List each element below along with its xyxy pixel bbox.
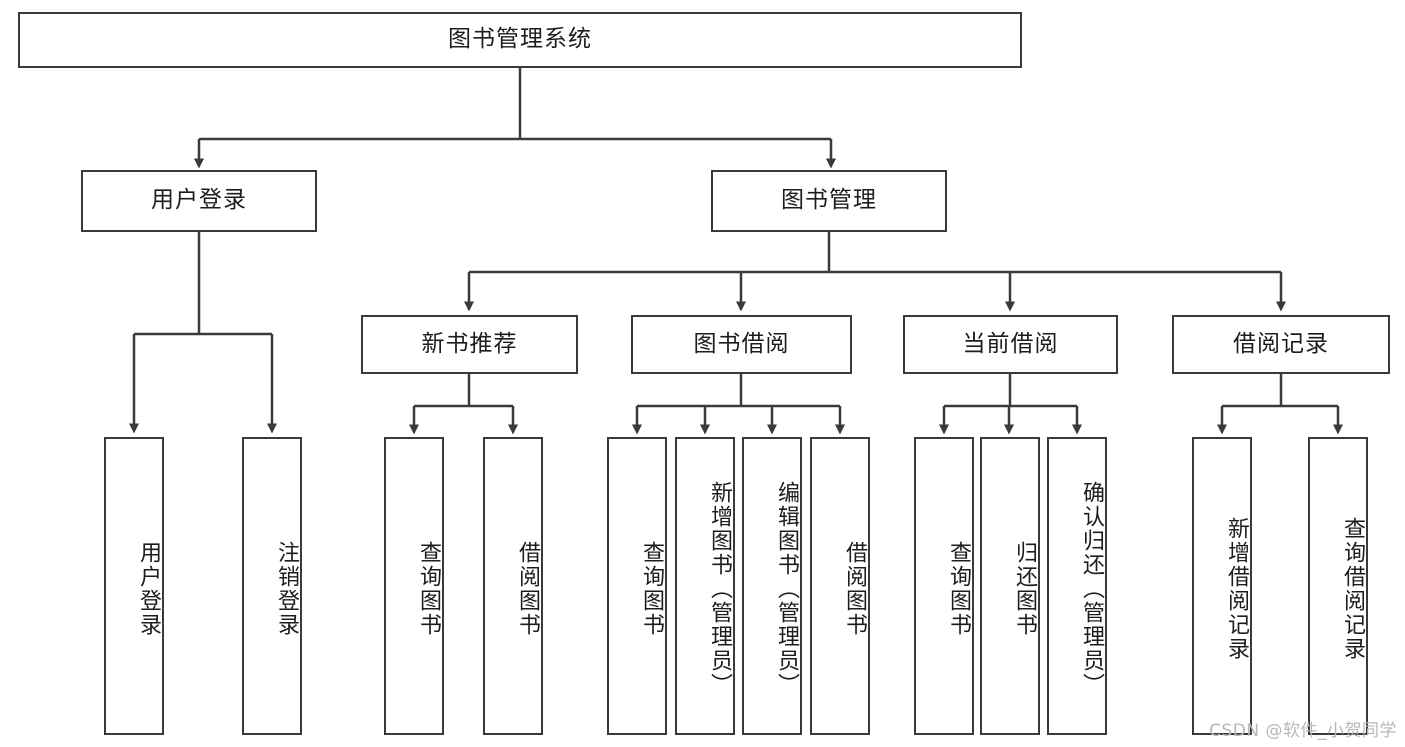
node-book-management-label: 图书管理 [781, 187, 877, 214]
node-leaf-borrow-book-2[interactable]: 借阅图书 [810, 437, 870, 735]
node-leaf-query-borrow-record[interactable]: 查询借阅记录 [1308, 437, 1368, 735]
node-new-book-recommend[interactable]: 新书推荐 [361, 315, 578, 374]
node-leaf-query-book-2-label: 查询图书 [639, 541, 664, 637]
node-leaf-borrow-book-1[interactable]: 借阅图书 [483, 437, 543, 735]
node-book-borrow[interactable]: 图书借阅 [631, 315, 852, 374]
node-book-management[interactable]: 图书管理 [711, 170, 947, 232]
node-leaf-user-login-label: 用户登录 [136, 541, 161, 637]
node-leaf-add-book[interactable]: 新增图书（管理员） [675, 437, 735, 735]
node-current-borrow[interactable]: 当前借阅 [903, 315, 1118, 374]
node-root-label: 图书管理系统 [448, 26, 592, 53]
node-leaf-query-book-1[interactable]: 查询图书 [384, 437, 444, 735]
node-leaf-query-book-1-label: 查询图书 [416, 541, 441, 637]
node-leaf-logout-login[interactable]: 注销登录 [242, 437, 302, 735]
watermark-text: CSDN @软件_小贺同学 [1209, 721, 1397, 741]
node-leaf-user-login[interactable]: 用户登录 [104, 437, 164, 735]
node-leaf-edit-book[interactable]: 编辑图书（管理员） [742, 437, 802, 735]
node-leaf-add-borrow-record-label: 新增借阅记录 [1224, 517, 1249, 661]
node-user-login-label: 用户登录 [151, 187, 247, 214]
node-leaf-return-book-label: 归还图书 [1012, 541, 1037, 637]
node-leaf-confirm-return-label: 确认归还（管理员） [1079, 481, 1104, 697]
node-leaf-edit-book-label: 编辑图书（管理员） [774, 481, 799, 697]
node-root[interactable]: 图书管理系统 [18, 12, 1022, 68]
node-leaf-add-borrow-record[interactable]: 新增借阅记录 [1192, 437, 1252, 735]
node-borrow-record-label: 借阅记录 [1233, 330, 1329, 357]
node-leaf-borrow-book-2-label: 借阅图书 [842, 541, 867, 637]
node-leaf-borrow-book-1-label: 借阅图书 [515, 541, 540, 637]
node-leaf-confirm-return[interactable]: 确认归还（管理员） [1047, 437, 1107, 735]
node-user-login[interactable]: 用户登录 [81, 170, 317, 232]
node-leaf-return-book[interactable]: 归还图书 [980, 437, 1040, 735]
node-leaf-query-book-3-label: 查询图书 [946, 541, 971, 637]
node-leaf-logout-login-label: 注销登录 [274, 541, 299, 637]
node-book-borrow-label: 图书借阅 [693, 330, 790, 357]
node-leaf-query-book-3[interactable]: 查询图书 [914, 437, 974, 735]
node-leaf-query-book-2[interactable]: 查询图书 [607, 437, 667, 735]
node-new-book-recommend-label: 新书推荐 [421, 330, 518, 357]
node-borrow-record[interactable]: 借阅记录 [1172, 315, 1390, 374]
node-leaf-add-book-label: 新增图书（管理员） [707, 481, 732, 697]
node-current-borrow-label: 当前借阅 [962, 330, 1059, 357]
node-leaf-query-borrow-record-label: 查询借阅记录 [1340, 517, 1365, 661]
